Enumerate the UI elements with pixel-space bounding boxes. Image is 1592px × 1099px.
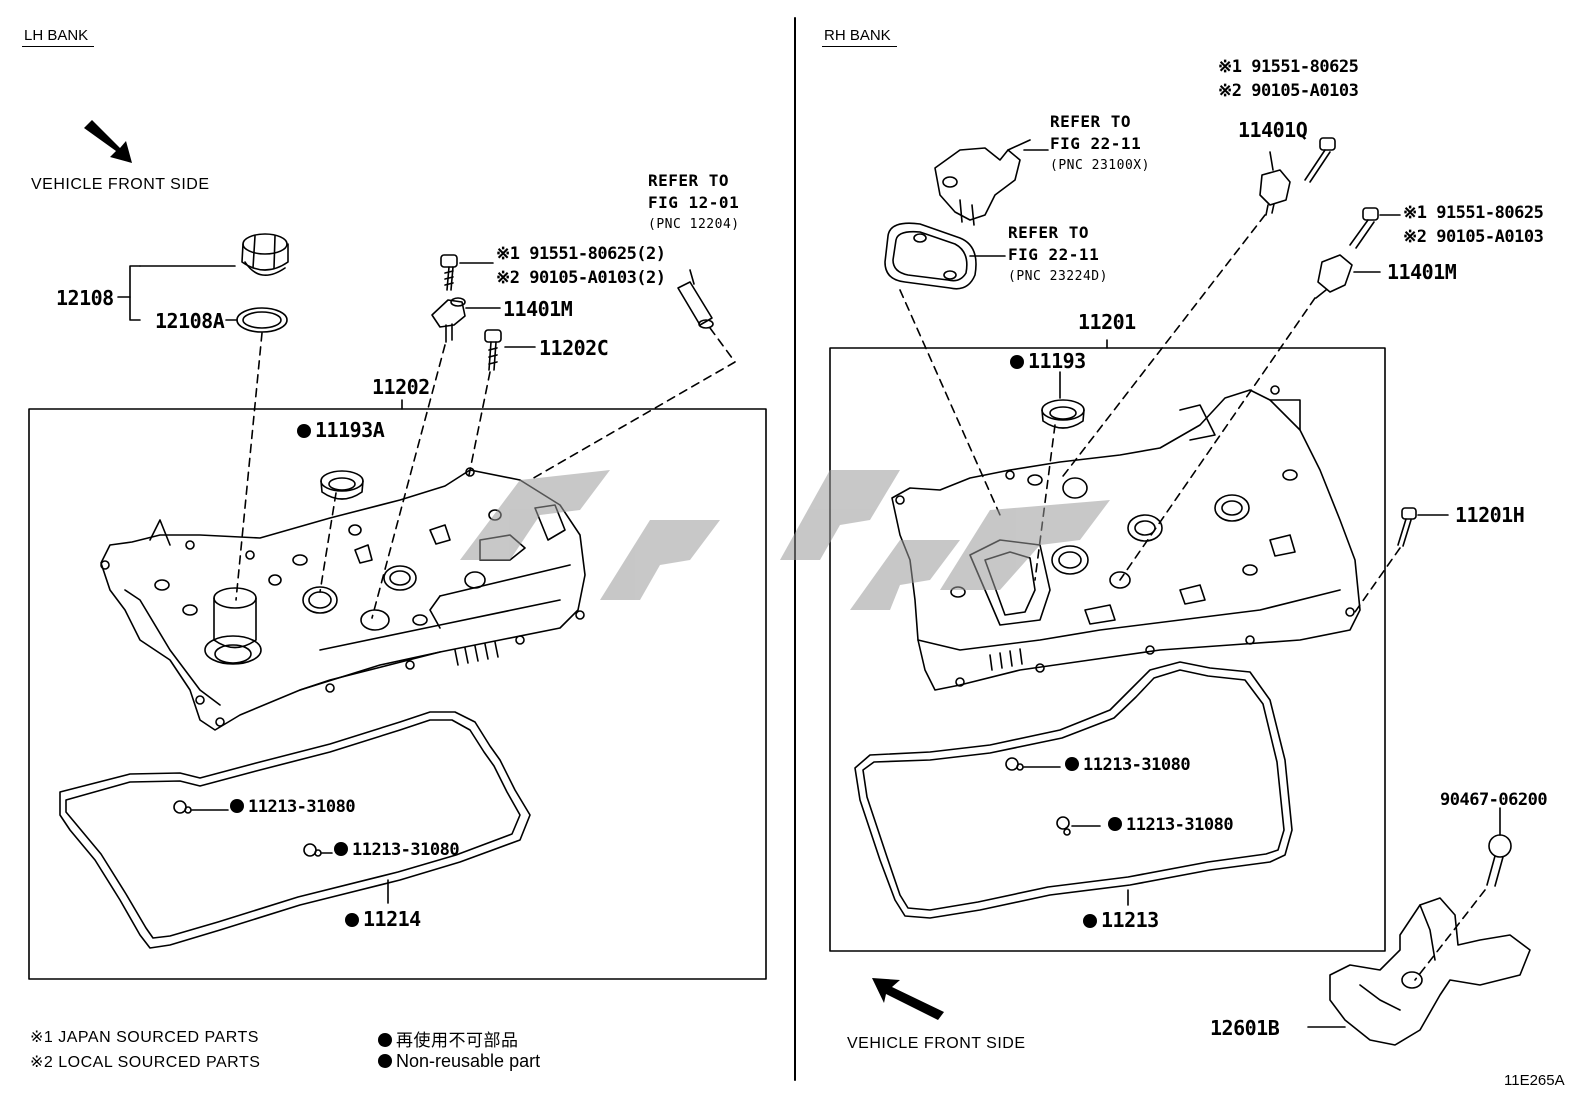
- lh-clip-label-1: 11213-31080: [230, 797, 356, 817]
- part-11401q: 11401Q: [1238, 118, 1308, 142]
- bracket-12108: [129, 265, 141, 321]
- lh-frame: [28, 408, 767, 980]
- rh-seal-11193-icon: [1041, 399, 1085, 429]
- part-12601b: 12601B: [1210, 1016, 1280, 1040]
- rh-clip-label-2: 11213-31080: [1108, 815, 1234, 835]
- part-11214: 11214: [345, 907, 421, 931]
- rh-cam-sensor-q-icon: [1259, 169, 1291, 216]
- nonreusable-dot-icon: [230, 799, 244, 813]
- lh-cam-sensor-icon: [431, 297, 466, 343]
- rh-ref-block-2: REFER TO FIG 22-11 (PNC 23224D): [1008, 223, 1108, 284]
- lh-seal-11193a-icon: [320, 470, 364, 500]
- part-12108: 12108: [56, 286, 114, 310]
- rh-frame: [829, 347, 1386, 952]
- rh-bolt-90467-icon: [1486, 834, 1512, 887]
- rh-bolt-11201h-icon: [1397, 507, 1417, 547]
- part-90467-06200: 90467-06200: [1440, 790, 1548, 810]
- lh-clip2-icon: [303, 843, 322, 857]
- rh-clip2-icon: [1056, 816, 1071, 836]
- lh-ref-block: REFER TO FIG 12-01 (PNC 12204): [648, 171, 740, 232]
- rh-bank-label: RH BANK: [822, 27, 897, 47]
- lh-gasket-icon: [59, 711, 531, 949]
- lh-vehicle-front-label: VEHICLE FRONT SIDE: [31, 176, 210, 193]
- rh-note-japan-a: ※1 91551-80625: [1218, 57, 1359, 77]
- rh-clip1-icon: [1005, 757, 1024, 771]
- part-11201: 11201: [1078, 310, 1136, 334]
- nonreusable-dot-icon: [1065, 757, 1079, 771]
- legend-nonreuse-en: Non-reusable part: [378, 1051, 540, 1072]
- lh-clip1-icon: [173, 800, 192, 814]
- rh-ref-block-1: REFER TO FIG 22-11 (PNC 23100X): [1050, 112, 1150, 173]
- legend-nonreuse-jp: 再使用不可部品: [378, 1026, 519, 1051]
- part-11202: 11202: [372, 375, 430, 399]
- nonreusable-dot-icon: [378, 1033, 392, 1047]
- lh-front-arrow-icon: [84, 120, 132, 163]
- legend-japan: ※1 JAPAN SOURCED PARTS: [30, 1029, 259, 1046]
- rh-bolt-m-icon: [1349, 207, 1379, 249]
- rh-bolt-q-icon: [1304, 137, 1336, 183]
- rh-dashed-leaders: [899, 214, 1486, 981]
- nonreusable-dot-icon: [334, 842, 348, 856]
- part-11201h: 11201H: [1455, 503, 1525, 527]
- legend-local: ※2 LOCAL SOURCED PARTS: [30, 1054, 261, 1071]
- part-11401m-lh: 11401M: [503, 297, 573, 321]
- rh-note-local-a: ※2 90105-A0103: [1218, 81, 1359, 101]
- rh-vehicle-front-label: VEHICLE FRONT SIDE: [847, 1035, 1026, 1052]
- lh-dashed-leaders: [235, 327, 736, 619]
- rh-vsv-icon: [934, 139, 1031, 226]
- nonreusable-dot-icon: [1083, 914, 1097, 928]
- lh-note-japan: ※1 91551-80625(2): [496, 244, 666, 264]
- lh-bolt-icon: [440, 254, 458, 291]
- rh-clip-label-1: 11213-31080: [1065, 755, 1191, 775]
- part-11193a: 11193A: [297, 418, 385, 442]
- part-11213: 11213: [1083, 908, 1159, 932]
- rh-plate-gasket-icon: [884, 222, 977, 290]
- nonreusable-dot-icon: [1108, 817, 1122, 831]
- part-11193: 11193: [1010, 349, 1086, 373]
- figure-code: 11E265A: [1504, 1072, 1565, 1089]
- part-12108a: 12108A: [155, 309, 225, 333]
- nonreusable-dot-icon: [378, 1054, 392, 1068]
- lh-bolt-11202c-icon: [484, 329, 502, 371]
- rh-note-japan-b: ※1 91551-80625: [1403, 203, 1544, 223]
- nonreusable-dot-icon: [1010, 355, 1024, 369]
- rh-note-local-b: ※2 90105-A0103: [1403, 227, 1544, 247]
- lh-bank-label: LH BANK: [22, 27, 95, 47]
- rh-gasket-icon: [854, 661, 1293, 919]
- rh-cam-sensor-m-icon: [1315, 254, 1353, 299]
- pcv-valve-icon: [677, 269, 714, 329]
- engine-mount-bracket-icon: [1329, 897, 1531, 1046]
- part-11401m-rh: 11401M: [1387, 260, 1457, 284]
- rh-front-arrow-icon: [872, 978, 944, 1020]
- lh-clip-label-2: 11213-31080: [334, 840, 460, 860]
- part-11202c: 11202C: [539, 336, 609, 360]
- lh-note-local: ※2 90105-A0103(2): [496, 268, 666, 288]
- oil-cap-icon: [241, 233, 289, 276]
- nonreusable-dot-icon: [345, 913, 359, 927]
- nonreusable-dot-icon: [297, 424, 311, 438]
- watermark-logo: [460, 470, 1110, 610]
